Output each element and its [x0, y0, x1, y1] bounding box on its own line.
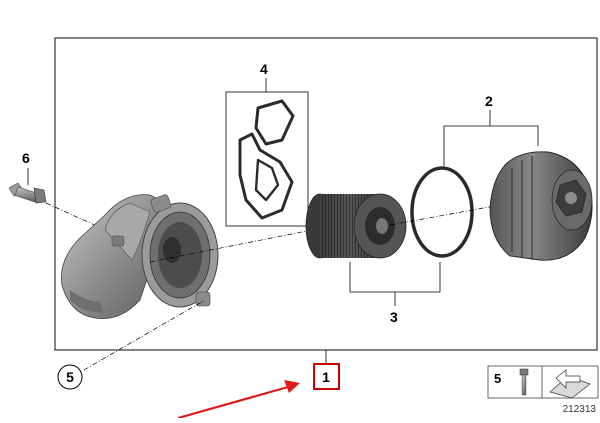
red-arrow-icon	[177, 380, 300, 420]
bracket-3	[349, 262, 441, 306]
oil-filter-housing-part-1	[61, 194, 219, 319]
axis-6	[45, 202, 111, 233]
callout-5-circle	[57, 364, 83, 390]
callout-3: 3	[390, 309, 398, 325]
bolt-part-6	[8, 182, 47, 204]
bracket-2	[443, 110, 539, 166]
gasket-group-box-4	[225, 91, 309, 227]
leader-5	[83, 299, 206, 371]
filter-cap-part-2	[489, 151, 593, 261]
callout-6: 6	[22, 150, 30, 166]
axis-housing-filter	[149, 229, 313, 263]
callout-1: 1	[322, 369, 330, 385]
callout-1-highlight-box	[313, 363, 340, 390]
callout-5: 5	[66, 369, 74, 385]
o-ring	[410, 166, 474, 258]
legend-arrow-icon	[549, 369, 591, 399]
axis-filter-cap	[389, 204, 501, 226]
callout-4: 4	[260, 61, 268, 77]
legend-item-number: 5	[494, 371, 501, 386]
gaskets-part-4	[238, 99, 295, 220]
filter-element-part-3	[305, 193, 407, 259]
diagram-id: 212313	[563, 404, 597, 415]
legend-bolt-icon	[519, 368, 529, 396]
callout-2: 2	[485, 93, 493, 109]
